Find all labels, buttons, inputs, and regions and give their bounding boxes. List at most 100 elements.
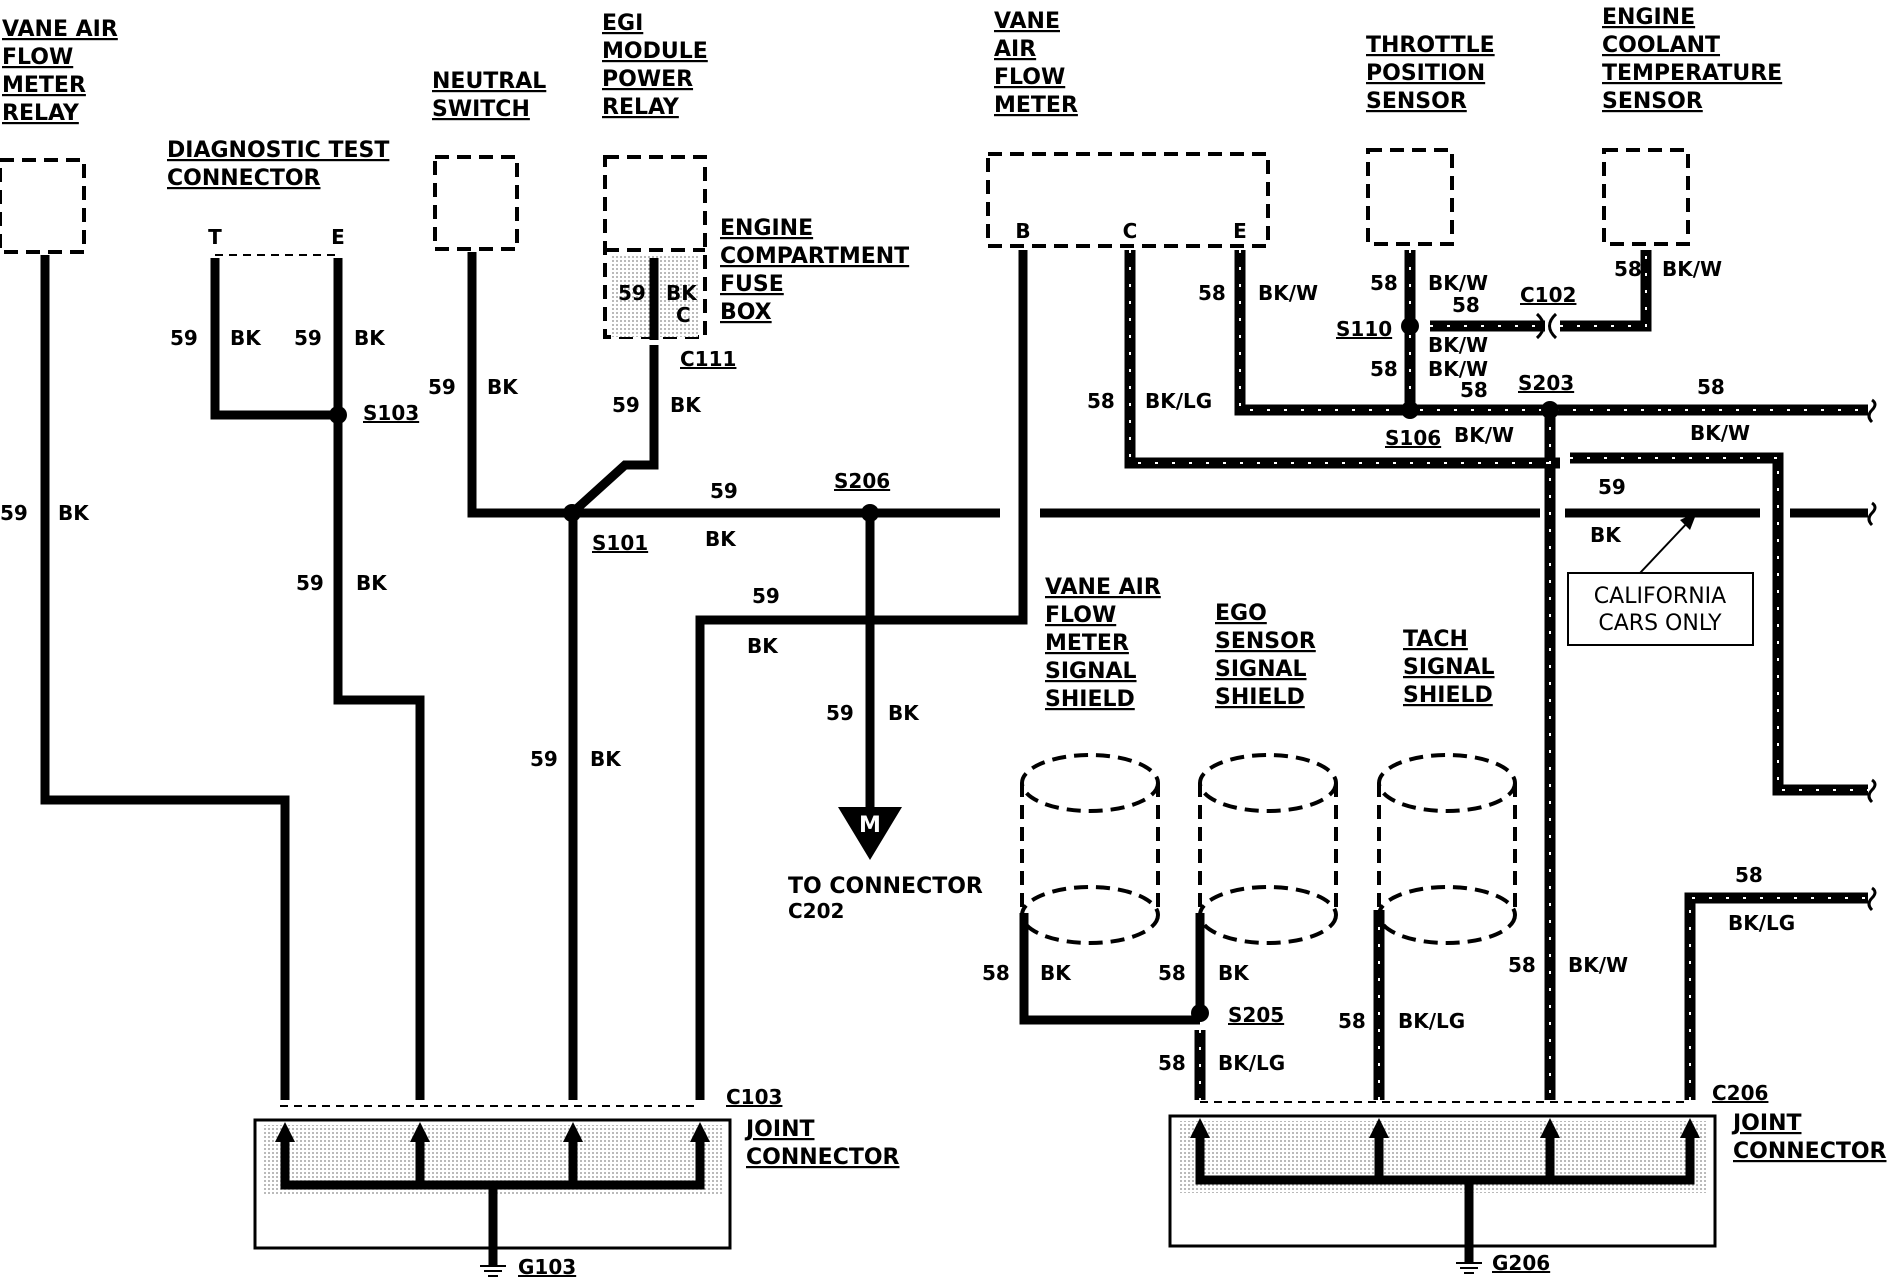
wire-break-marks xyxy=(1867,398,1877,912)
wire-label: 59 xyxy=(1598,475,1626,499)
diag-connector-label-2: CONNECTOR xyxy=(167,166,321,191)
wire-label: 58 xyxy=(1452,293,1480,317)
wire-label: BK/W xyxy=(1428,333,1488,357)
wire-label: 58 xyxy=(1614,257,1642,281)
vaf-meter-label-4: METER xyxy=(994,93,1078,118)
wire-label: BK xyxy=(888,701,920,725)
fuse-box-label-3: FUSE xyxy=(720,272,784,297)
wire-label: BK/W xyxy=(1690,421,1750,445)
wire-label: 58 xyxy=(1370,357,1398,381)
to-connector-label-2: C202 xyxy=(788,899,844,923)
vaf-shield-label-3: METER xyxy=(1045,631,1129,656)
wire-label: 58 xyxy=(1370,271,1398,295)
wire-label: BK xyxy=(666,281,698,305)
wire-label: BK xyxy=(1590,523,1622,547)
california-note-pointer xyxy=(1639,519,1691,574)
california-note-line1: CALIFORNIA xyxy=(1594,584,1726,609)
tps-label-1: THROTTLE xyxy=(1366,33,1495,58)
wire-label: BK xyxy=(58,501,90,525)
splice-dots xyxy=(329,317,1559,1022)
neutral-switch-label-2: SWITCH xyxy=(432,97,530,122)
egi-relay-label-1: EGI xyxy=(602,11,643,36)
vaf-meter-box xyxy=(986,152,1270,248)
ego-shield-label-2: SENSOR xyxy=(1215,629,1316,654)
joint-connector-right xyxy=(1168,1101,1717,1274)
california-note-line2: CARS ONLY xyxy=(1598,611,1722,636)
wire-label: BK xyxy=(705,527,737,551)
wire-label: 58 xyxy=(1158,961,1186,985)
wire-label: BK/W xyxy=(1428,271,1488,295)
wire-label: 59 xyxy=(530,747,558,771)
wire-label: 59 xyxy=(612,393,640,417)
vaf-relay-label-1: VANE AIR xyxy=(2,17,118,42)
wire-labels: 59 BK 59 BK 59 BK 59 BK 59 BK 59 BK 59 B… xyxy=(0,257,1795,1075)
joint-left-label-1: JOINT xyxy=(744,1117,815,1142)
wire-label: BK/W xyxy=(1428,357,1488,381)
tps-label-2: POSITION xyxy=(1366,61,1485,86)
vaf-shield-label-1: VANE AIR xyxy=(1045,575,1161,600)
diag-connector-label-1: DIAGNOSTIC TEST xyxy=(167,138,389,163)
connector-c111: C111 xyxy=(680,347,736,371)
splice-s101: S101 xyxy=(592,531,648,555)
ego-shield-label-4: SHIELD xyxy=(1215,685,1305,710)
vaf-meter-label-1: VANE xyxy=(994,9,1060,34)
ego-shield-label-3: SIGNAL xyxy=(1215,657,1307,682)
tps-box xyxy=(1366,148,1454,246)
splice-s103: S103 xyxy=(363,401,419,425)
ects-label-2: COOLANT xyxy=(1602,33,1720,58)
wire-label: 58 xyxy=(1735,863,1763,887)
wire-label: BK xyxy=(356,571,388,595)
wire-label: BK xyxy=(590,747,622,771)
wire-label: BK/LG xyxy=(1728,911,1795,935)
wire-label: 59 xyxy=(618,281,646,305)
ects-box xyxy=(1602,148,1690,246)
wire-label: BK xyxy=(1218,961,1250,985)
wire-label: 58 xyxy=(1508,953,1536,977)
wire-label: 58 xyxy=(1697,375,1725,399)
tach-shield-label-1: TACH xyxy=(1403,627,1468,652)
vaf-shield-label-5: SHIELD xyxy=(1045,687,1135,712)
ects-label-3: TEMPERATURE xyxy=(1602,61,1782,86)
neutral-switch-label-1: NEUTRAL xyxy=(432,69,546,94)
egi-relay-label-4: RELAY xyxy=(602,95,680,120)
egi-relay-label-3: POWER xyxy=(602,67,693,92)
wire-label: 58 xyxy=(982,961,1010,985)
ego-shield-cylinder xyxy=(1198,753,1338,945)
connector-c206: C206 xyxy=(1712,1081,1768,1105)
wire-label: 59 xyxy=(826,701,854,725)
fuse-box-label-1: ENGINE xyxy=(720,216,813,241)
ects-label-1: ENGINE xyxy=(1602,5,1695,30)
vaf-meter-label-3: FLOW xyxy=(994,65,1065,90)
pin-m: M xyxy=(859,813,881,838)
joint-right-label-2: CONNECTOR xyxy=(1733,1139,1887,1164)
ground-g103: G103 xyxy=(518,1255,576,1279)
pin-b: B xyxy=(1015,219,1030,243)
wire-label: BK/W xyxy=(1258,281,1318,305)
wire-label: 58 xyxy=(1198,281,1226,305)
splice-s206: S206 xyxy=(834,469,890,493)
wire-label: BK/LG xyxy=(1218,1051,1285,1075)
wire-label: 58 xyxy=(1338,1009,1366,1033)
wire-label: BK xyxy=(747,634,779,658)
fuse-box-label-2: COMPARTMENT xyxy=(720,244,909,269)
splice-s205: S205 xyxy=(1228,1003,1284,1027)
vaf-shield-cylinder xyxy=(1020,753,1160,945)
pin-e: E xyxy=(331,225,345,249)
joint-connector-left xyxy=(253,1105,732,1277)
vaf-relay-label-2: FLOW xyxy=(2,45,73,70)
tach-shield-label-2: SIGNAL xyxy=(1403,655,1495,680)
ground-g206: G206 xyxy=(1492,1251,1550,1275)
joint-left-label-2: CONNECTOR xyxy=(746,1145,900,1170)
wire-label: BK xyxy=(230,326,262,350)
wires-tracer xyxy=(1124,250,1868,1100)
splice-s110: S110 xyxy=(1336,317,1392,341)
tach-shield-label-3: SHIELD xyxy=(1403,683,1493,708)
fuse-box-label-4: BOX xyxy=(720,300,772,325)
wire-label: 59 xyxy=(294,326,322,350)
wire-label: BK/LG xyxy=(1398,1009,1465,1033)
vaf-relay-label-3: METER xyxy=(2,73,86,98)
vaf-relay-box xyxy=(0,158,86,254)
vaf-shield-label-4: SIGNAL xyxy=(1045,659,1137,684)
splice-s203: S203 xyxy=(1518,371,1574,395)
